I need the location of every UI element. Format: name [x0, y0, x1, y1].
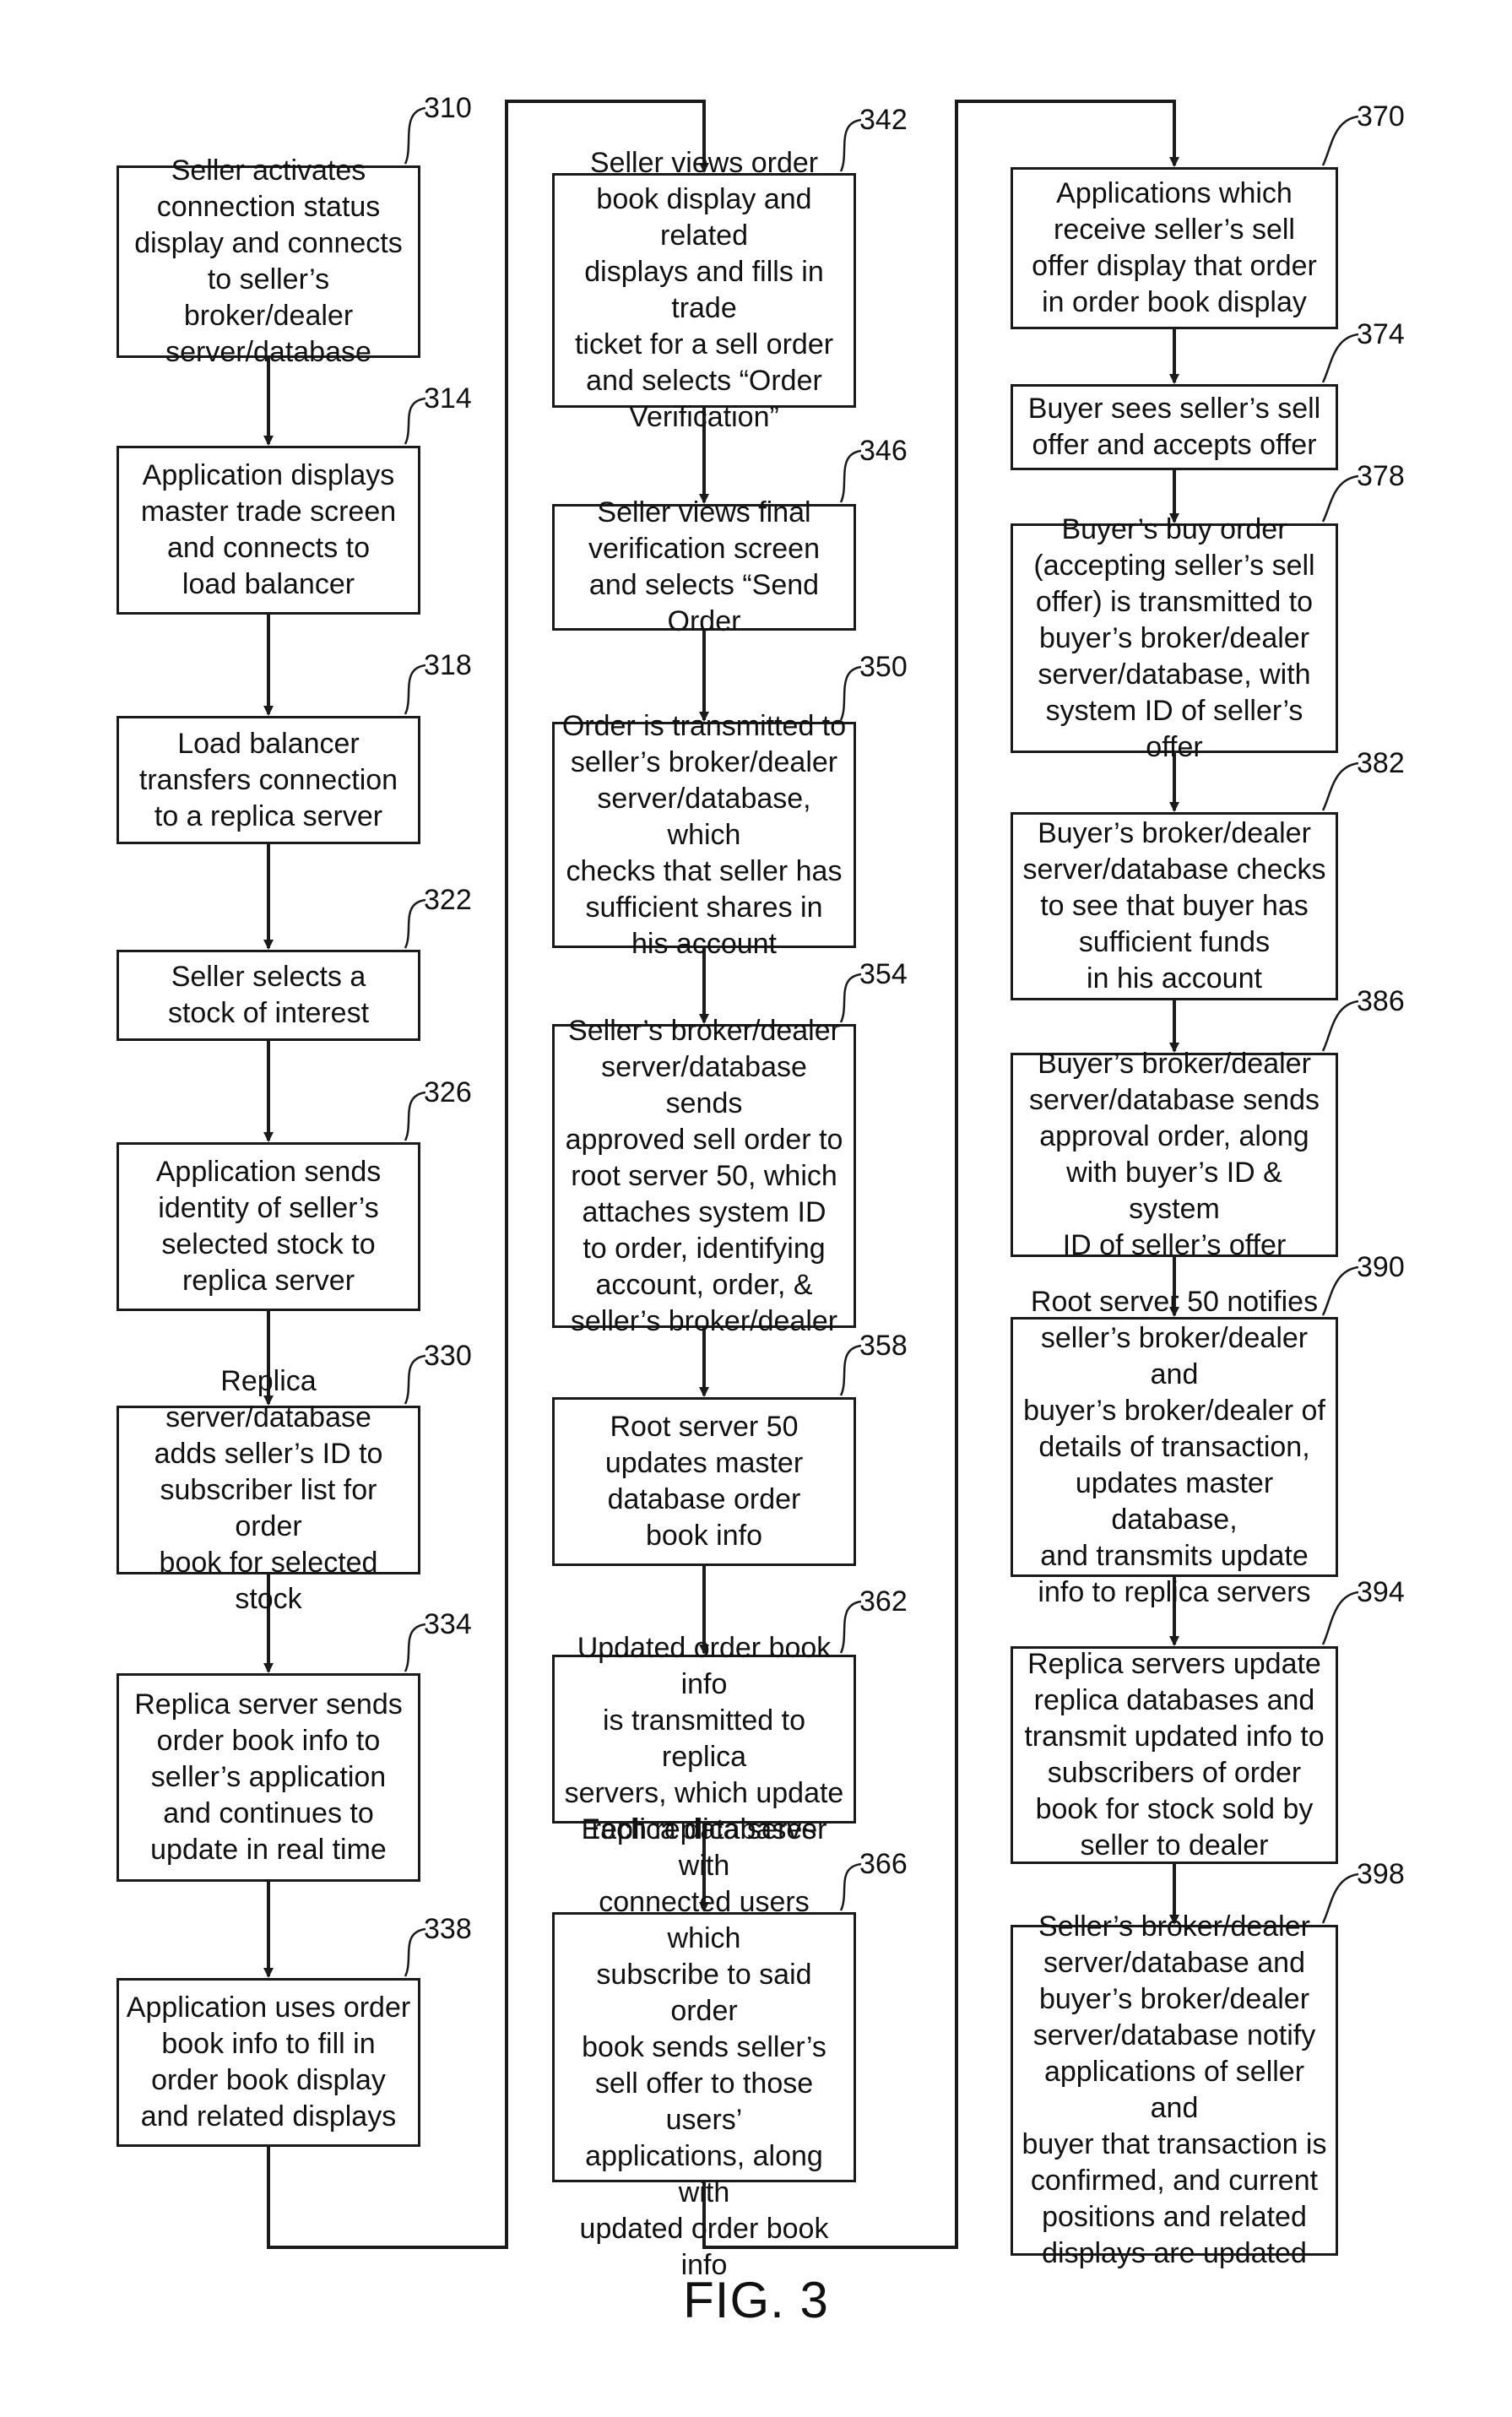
- step-box-390: Root server 50 notifies seller’s broker/…: [1011, 1317, 1338, 1577]
- figure-label: FIG. 3: [0, 2271, 1512, 2329]
- step-ref-386: 386: [1357, 986, 1405, 1016]
- step-box-310: Seller activates connection status displ…: [117, 165, 420, 358]
- step-box-362: Updated order book info is transmitted t…: [552, 1655, 856, 1824]
- step-box-326: Application sends identity of seller’s s…: [117, 1142, 420, 1311]
- step-ref-358: 358: [859, 1330, 908, 1361]
- leader-line-334: [405, 1624, 425, 1672]
- step-box-342: Seller views order book display and rela…: [552, 173, 856, 408]
- leader-line-314: [405, 398, 425, 444]
- leader-line-370: [1323, 117, 1358, 165]
- step-ref-382: 382: [1357, 748, 1405, 778]
- step-ref-390: 390: [1357, 1252, 1405, 1282]
- step-box-394: Replica servers update replica databases…: [1011, 1646, 1338, 1864]
- step-box-354: Seller’s broker/dealer server/database s…: [552, 1024, 856, 1328]
- step-ref-366: 366: [859, 1849, 908, 1879]
- step-ref-354: 354: [859, 959, 908, 989]
- step-ref-342: 342: [859, 105, 908, 135]
- step-ref-370: 370: [1357, 101, 1405, 132]
- leader-line-382: [1323, 763, 1358, 810]
- step-box-330: Replica server/database adds seller’s ID…: [117, 1406, 420, 1574]
- leader-line-386: [1323, 1001, 1358, 1051]
- step-box-398: Seller’s broker/dealer server/database a…: [1011, 1925, 1338, 2256]
- step-box-350: Order is transmitted to seller’s broker/…: [552, 722, 856, 948]
- step-box-370: Applications which receive seller’s sell…: [1011, 167, 1338, 329]
- step-ref-338: 338: [424, 1914, 472, 1944]
- step-ref-398: 398: [1357, 1859, 1405, 1889]
- step-box-378: Buyer’s buy order (accepting seller’s se…: [1011, 523, 1338, 753]
- step-ref-330: 330: [424, 1341, 472, 1371]
- step-ref-350: 350: [859, 652, 908, 682]
- leader-line-318: [405, 665, 425, 714]
- step-box-322: Seller selects a stock of interest: [117, 950, 420, 1041]
- step-box-346: Seller views final verification screen a…: [552, 504, 856, 631]
- step-ref-374: 374: [1357, 319, 1405, 350]
- step-ref-314: 314: [424, 383, 472, 414]
- step-ref-318: 318: [424, 650, 472, 680]
- step-ref-326: 326: [424, 1077, 472, 1108]
- step-ref-394: 394: [1357, 1577, 1405, 1607]
- leader-line-322: [405, 900, 425, 948]
- step-ref-310: 310: [424, 93, 472, 123]
- step-ref-362: 362: [859, 1586, 908, 1617]
- step-box-374: Buyer sees seller’s sell offer and accep…: [1011, 384, 1338, 470]
- leader-line-374: [1323, 334, 1358, 382]
- step-box-314: Application displays master trade screen…: [117, 446, 420, 615]
- step-ref-334: 334: [424, 1609, 472, 1639]
- leader-line-326: [405, 1092, 425, 1141]
- step-ref-346: 346: [859, 436, 908, 466]
- step-box-382: Buyer’s broker/dealer server/database ch…: [1011, 812, 1338, 1000]
- step-box-318: Load balancer transfers connection to a …: [117, 716, 420, 844]
- step-ref-378: 378: [1357, 461, 1405, 491]
- leader-line-358: [841, 1346, 861, 1395]
- step-ref-322: 322: [424, 885, 472, 915]
- leader-line-338: [405, 1929, 425, 1976]
- step-box-386: Buyer’s broker/dealer server/database se…: [1011, 1053, 1338, 1257]
- step-box-366: Each replica server with connected users…: [552, 1912, 856, 2182]
- step-box-338: Application uses order book info to fill…: [117, 1978, 420, 2147]
- step-box-358: Root server 50 updates master database o…: [552, 1397, 856, 1566]
- step-box-334: Replica server sends order book info to …: [117, 1673, 420, 1882]
